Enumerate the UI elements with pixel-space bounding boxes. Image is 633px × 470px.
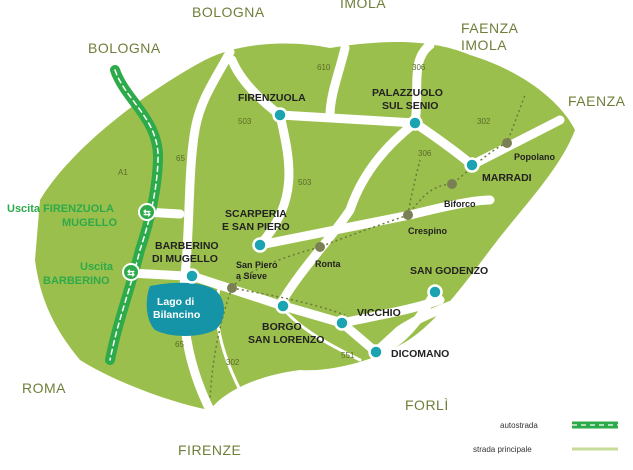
- region-imola-top: IMOLA: [340, 0, 386, 11]
- station-san-piero-1: San Piero: [236, 260, 278, 270]
- road-610: 610: [317, 63, 331, 72]
- town-firenzuola: FIRENZUOLA: [238, 92, 306, 104]
- station-markers: [227, 138, 512, 293]
- region-firenze: FIRENZE: [178, 442, 241, 458]
- lake-bilancino: [146, 282, 225, 336]
- station-ronta: Ronta: [315, 259, 341, 269]
- lake-label-2: Bilancino: [153, 309, 200, 321]
- marker-crespino: [403, 210, 413, 220]
- region-faenza-imola-1: FAENZA: [461, 20, 519, 36]
- town-marradi: MARRADI: [482, 172, 532, 184]
- marker-borgo: [275, 298, 291, 314]
- exit-firenzuola-marker: ⇆: [138, 203, 156, 221]
- region-roma: ROMA: [22, 380, 66, 396]
- town-markers: [184, 107, 480, 360]
- road-302-a: 302: [477, 117, 491, 126]
- road-a1: A1: [118, 168, 128, 177]
- region-faenza-imola-2: IMOLA: [461, 37, 507, 53]
- town-borgo-2: SAN LORENZO: [248, 334, 324, 346]
- road-302-b: 302: [226, 358, 240, 367]
- marker-firenzuola: [272, 107, 288, 123]
- legend-main-road-label: strada principale: [473, 445, 532, 454]
- station-crespino: Crespino: [408, 226, 448, 236]
- town-scarperia-2: E SAN PIERO: [222, 221, 290, 233]
- exit-firenzuola-label-1: Uscita FIRENZUOLA: [7, 203, 114, 215]
- marker-vicchio: [334, 315, 350, 331]
- town-palazzuolo-1: PALAZZUOLO: [372, 87, 443, 99]
- town-barberino-1: BARBERINO: [155, 240, 219, 252]
- region-forli: FORLÌ: [405, 397, 449, 413]
- railway: [209, 94, 526, 401]
- svg-text:⇆: ⇆: [143, 208, 151, 218]
- town-borgo-1: BORGO: [262, 321, 302, 333]
- marker-popolano: [502, 138, 512, 148]
- station-popolano: Popolano: [514, 152, 555, 162]
- region-bologna-left: BOLOGNA: [88, 40, 161, 56]
- lake-label-1: Lago di: [157, 296, 194, 308]
- town-barberino-2: DI MUGELLO: [152, 253, 218, 265]
- marker-san-piero: [227, 283, 237, 293]
- exit-barberino-label-1: Uscita: [80, 261, 114, 273]
- exit-barberino-label-2: BARBERINO: [43, 275, 110, 287]
- road-306-a: 306: [412, 63, 426, 72]
- marker-palazzuolo: [407, 115, 423, 131]
- region-faenza-right: FAENZA: [568, 93, 626, 109]
- town-scarperia-1: SCARPERIA: [225, 208, 287, 220]
- legend: autostrada strada principale: [473, 421, 618, 454]
- road-551: 551: [341, 351, 355, 360]
- marker-barberino: [184, 268, 200, 284]
- town-san-godenzo: SAN GODENZO: [410, 265, 488, 277]
- road-65-a: 65: [176, 154, 185, 163]
- region-bologna-top: BOLOGNA: [192, 4, 265, 20]
- town-vicchio: VICCHIO: [357, 307, 401, 319]
- exit-firenzuola-label-2: MUGELLO: [62, 217, 117, 229]
- marker-biforco: [447, 179, 457, 189]
- marker-scarperia: [252, 237, 268, 253]
- road-503-a: 503: [238, 117, 252, 126]
- marker-dicomano: [368, 344, 384, 360]
- road-306-b: 306: [418, 149, 432, 158]
- marker-san-godenzo: [427, 284, 443, 300]
- svg-text:⇆: ⇆: [127, 268, 135, 278]
- station-san-piero-2: a Sieve: [236, 271, 267, 281]
- road-503-b: 503: [298, 178, 312, 187]
- town-palazzuolo-2: SUL SENIO: [382, 100, 438, 112]
- station-biforco: Biforco: [444, 199, 476, 209]
- road-65-b: 65: [175, 340, 184, 349]
- marker-marradi: [464, 157, 480, 173]
- town-dicomano: DICOMANO: [391, 348, 449, 360]
- legend-motorway-label: autostrada: [500, 421, 538, 430]
- marker-ronta: [315, 242, 325, 252]
- exit-barberino-marker: ⇆: [122, 263, 140, 281]
